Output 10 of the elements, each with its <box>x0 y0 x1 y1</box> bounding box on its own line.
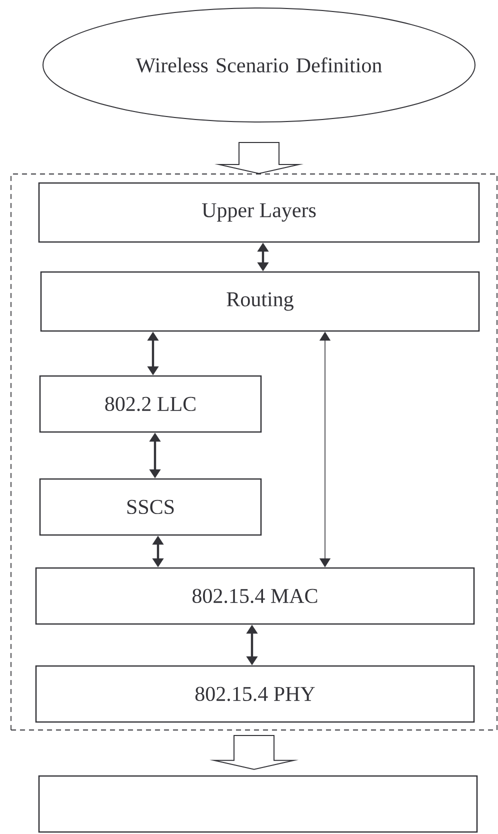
dashed-frame <box>10 174 498 730</box>
layer-box: 802.15.4 MAC <box>35 567 475 625</box>
layer-box: SSCS <box>39 478 262 536</box>
output-box <box>38 775 478 833</box>
layer-box: 802.2 LLC <box>39 375 262 433</box>
block-arrow <box>214 142 304 174</box>
layer-box: Routing <box>40 271 480 332</box>
block-arrow <box>210 734 298 770</box>
layer-box: Upper Layers <box>38 182 480 243</box>
layer-box: 802.15.4 PHY <box>35 665 475 723</box>
